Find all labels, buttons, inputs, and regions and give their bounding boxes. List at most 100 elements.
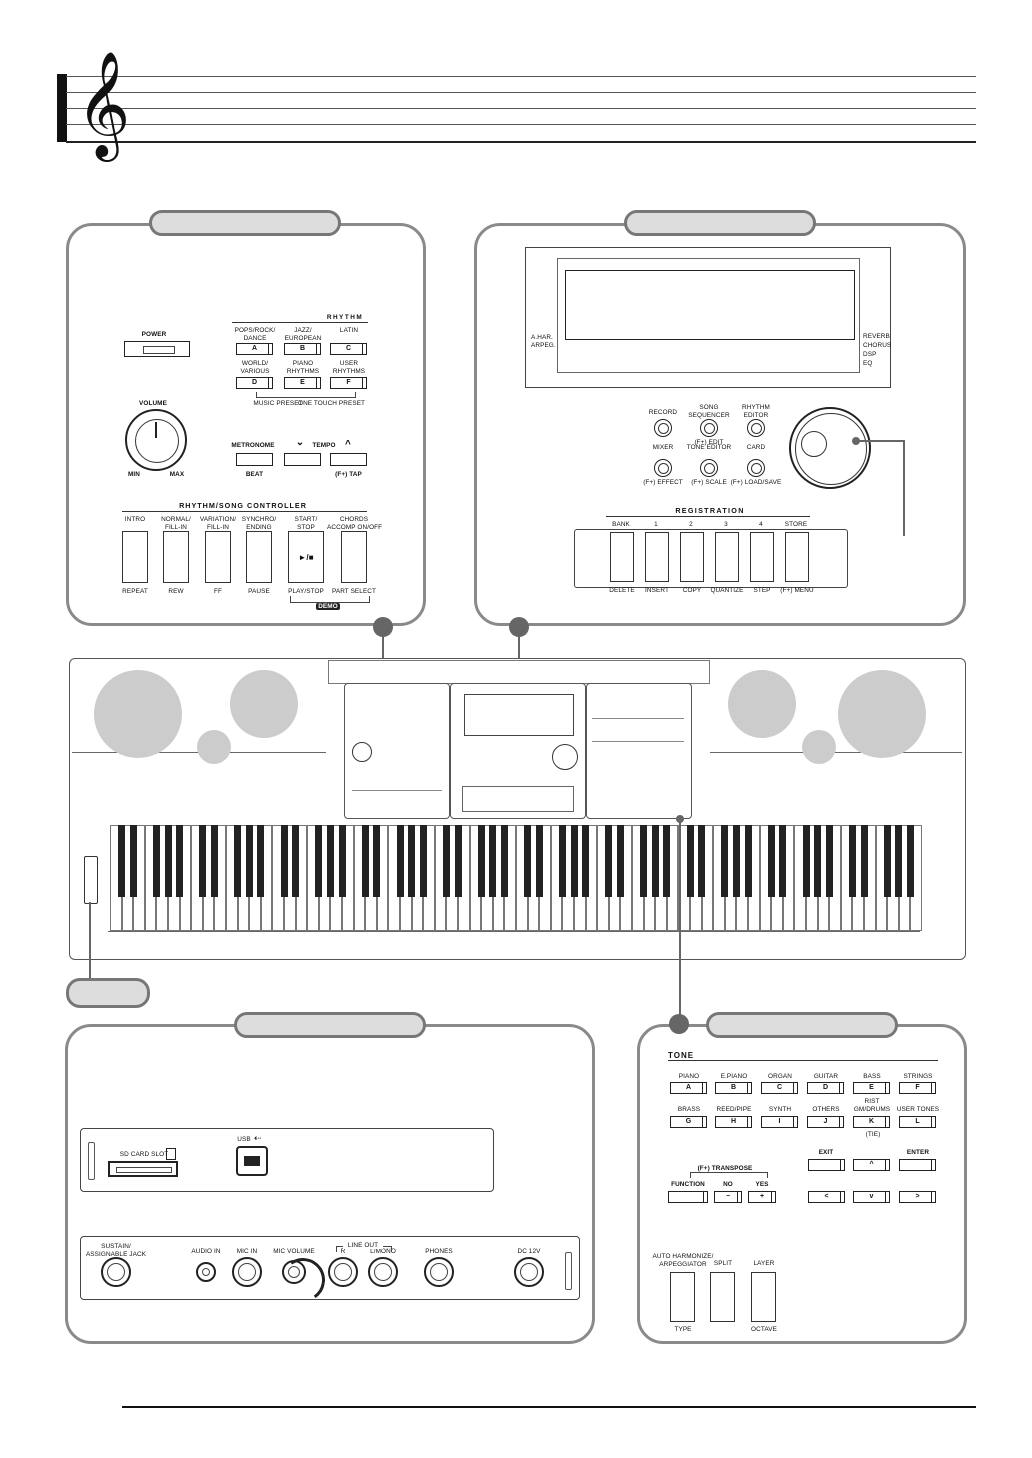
enter-button[interactable] — [899, 1159, 936, 1171]
registration-button-2[interactable] — [645, 532, 669, 582]
jack-7[interactable] — [424, 1257, 454, 1287]
tone-label: SYNTH — [768, 1106, 792, 1113]
slot-indicator — [565, 1252, 572, 1290]
display-button-4[interactable] — [654, 459, 672, 477]
registration-button-5[interactable] — [750, 532, 774, 582]
usb-port[interactable] — [236, 1146, 268, 1176]
jack-2[interactable] — [196, 1262, 216, 1282]
black-key — [883, 825, 891, 897]
tone-bottom-label: LAYER — [753, 1260, 775, 1267]
rhythm-button-f[interactable]: F — [330, 377, 367, 389]
rhythm-button-a[interactable]: A — [236, 343, 273, 355]
tone-button-j[interactable]: J — [807, 1116, 844, 1128]
tone-button-c[interactable]: C — [761, 1082, 798, 1094]
tone-button-f[interactable]: F — [899, 1082, 936, 1094]
dial-callout-leader — [903, 440, 905, 536]
jack-4[interactable] — [282, 1260, 306, 1284]
terminals-panel — [65, 1024, 595, 1344]
black-key — [396, 825, 404, 897]
registration-button-1[interactable] — [610, 532, 634, 582]
side-panel-top — [80, 1128, 494, 1192]
preset-bracket — [256, 392, 356, 398]
jack-3[interactable] — [232, 1257, 262, 1287]
controller-button-1[interactable] — [122, 531, 148, 583]
display-button-6[interactable] — [747, 459, 765, 477]
rhythm-button-b[interactable]: B — [284, 343, 321, 355]
callout-dot — [373, 617, 393, 637]
jack-label: L/MONO — [370, 1248, 396, 1255]
rhythm-button-key: C — [345, 345, 352, 352]
black-key — [570, 825, 578, 897]
tone-bottom-button-1[interactable] — [670, 1272, 695, 1322]
controller-button-2[interactable] — [163, 531, 189, 583]
jack-5[interactable] — [328, 1257, 358, 1287]
speaker-left-large — [94, 670, 182, 758]
tempo-up-button[interactable] — [330, 453, 367, 466]
display-button-1[interactable] — [654, 419, 672, 437]
black-key — [558, 825, 566, 897]
jack-6[interactable] — [368, 1257, 398, 1287]
jack-1[interactable] — [101, 1257, 131, 1287]
display-button-2[interactable] — [700, 419, 718, 437]
line-out-label: LINE OUT — [343, 1242, 383, 1249]
controller-button-5[interactable]: ►/■ — [288, 531, 324, 583]
rhythm-button-e[interactable]: E — [284, 377, 321, 389]
registration-bottom-label: DELETE — [609, 587, 635, 594]
tone-button-l[interactable]: L — [899, 1116, 936, 1128]
display-button-label: CARD — [746, 444, 766, 451]
power-label: POWER — [141, 331, 167, 338]
display-button-3[interactable] — [747, 419, 765, 437]
cursor-right-button[interactable]: > — [899, 1191, 936, 1203]
function-button[interactable] — [668, 1191, 708, 1203]
dial-callout-dot — [852, 437, 860, 445]
exit-button[interactable] — [808, 1159, 845, 1171]
mini-tone-panel — [586, 683, 692, 819]
tone-button-g[interactable]: G — [670, 1116, 707, 1128]
dial[interactable] — [789, 407, 871, 489]
black-key — [199, 825, 207, 897]
black-key — [408, 825, 416, 897]
tone-label: REED/PIPE — [716, 1106, 752, 1113]
pitch-bend-tab — [66, 978, 150, 1008]
left-icon: < — [824, 1193, 829, 1200]
rhythm-button-d[interactable]: D — [236, 377, 273, 389]
staff-line — [66, 92, 976, 93]
black-key — [292, 825, 300, 897]
speaker-left-small — [197, 730, 231, 764]
black-key — [616, 825, 624, 897]
tone-button-a[interactable]: A — [670, 1082, 707, 1094]
tone-button-i[interactable]: I — [761, 1116, 798, 1128]
controller-button-3[interactable] — [205, 531, 231, 583]
sd-card-slot[interactable] — [108, 1161, 178, 1177]
cursor-left-button[interactable]: < — [808, 1191, 845, 1203]
jack-8[interactable] — [514, 1257, 544, 1287]
tone-button-d[interactable]: D — [807, 1082, 844, 1094]
power-button[interactable] — [124, 341, 190, 357]
volume-knob[interactable] — [125, 409, 187, 471]
tone-button-e[interactable]: E — [853, 1082, 890, 1094]
yes-plus-button[interactable]: + — [748, 1191, 776, 1203]
tone-bottom-button-2[interactable] — [710, 1272, 735, 1322]
controller-title: RHYTHM/SONG CONTROLLER — [179, 501, 307, 510]
tempo-down-button[interactable] — [284, 453, 321, 466]
tone-bottom-button-3[interactable] — [751, 1272, 776, 1322]
display-button-5[interactable] — [700, 459, 718, 477]
tone-button-k[interactable]: K — [853, 1116, 890, 1128]
no-minus-button[interactable]: − — [714, 1191, 742, 1203]
terminals-panel-tab — [234, 1012, 426, 1038]
tone-button-b[interactable]: B — [715, 1082, 752, 1094]
tone-button-h[interactable]: H — [715, 1116, 752, 1128]
tone-panel-tab — [706, 1012, 898, 1038]
black-key — [118, 825, 126, 897]
metronome-button[interactable] — [236, 453, 273, 466]
rhythm-button-c[interactable]: C — [330, 343, 367, 355]
cursor-up-button[interactable]: ^ — [853, 1159, 890, 1171]
controller-button-4[interactable] — [246, 531, 272, 583]
registration-button-6[interactable] — [785, 532, 809, 582]
demo-label: DEMO — [316, 603, 340, 610]
registration-button-4[interactable] — [715, 532, 739, 582]
controller-button-6[interactable] — [341, 531, 367, 583]
registration-button-3[interactable] — [680, 532, 704, 582]
black-key — [326, 825, 334, 897]
cursor-down-button[interactable]: v — [853, 1191, 890, 1203]
